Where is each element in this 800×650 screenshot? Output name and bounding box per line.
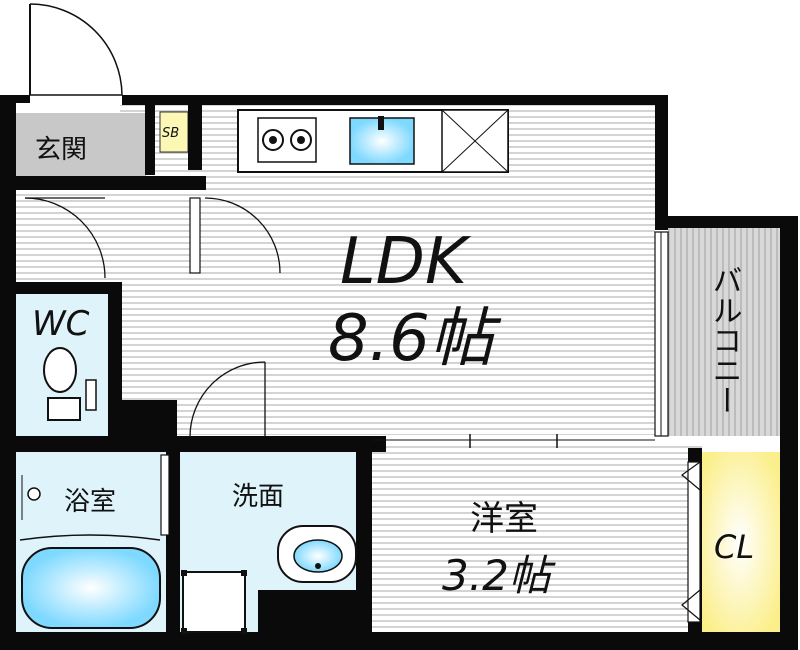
balcony-floor	[668, 228, 780, 436]
closet-label: CL	[714, 528, 754, 566]
front-door	[29, 3, 123, 96]
washbasin-icon	[277, 525, 357, 583]
hall-door-left	[24, 197, 106, 279]
entrance-floor	[16, 113, 146, 176]
western-floor	[372, 445, 702, 635]
ldk-label: LDK	[340, 225, 472, 299]
balcony-window	[654, 231, 669, 437]
stove-burner-icon	[262, 129, 284, 151]
washroom-label: 洗面	[232, 482, 284, 512]
western-room-label: 洋室	[470, 499, 538, 539]
bathtub-icon	[19, 534, 161, 629]
closet-doors	[681, 461, 701, 623]
washing-machine-space-icon	[181, 570, 247, 634]
bath-label: 浴室	[64, 487, 116, 517]
ldk-size-label: 8.6帖	[328, 302, 502, 376]
ldk-door	[189, 197, 281, 274]
hall-floor	[16, 190, 196, 285]
bath-door	[160, 454, 170, 536]
walls	[0, 95, 798, 650]
kitchen-counter	[237, 109, 509, 173]
balcony-label: バルコニー	[707, 265, 742, 415]
western-size-label: 3.2帖	[442, 551, 556, 600]
western-sliding-door	[372, 434, 655, 448]
shoebox-label: SB	[162, 126, 179, 141]
wc-label: WC	[32, 304, 90, 344]
entrance-label: 玄関	[35, 135, 87, 165]
closet-floor	[700, 452, 780, 632]
shower-icon	[21, 475, 41, 520]
stove-burner-icon	[290, 129, 312, 151]
toilet-icon	[43, 347, 97, 421]
washroom-door	[189, 361, 266, 438]
